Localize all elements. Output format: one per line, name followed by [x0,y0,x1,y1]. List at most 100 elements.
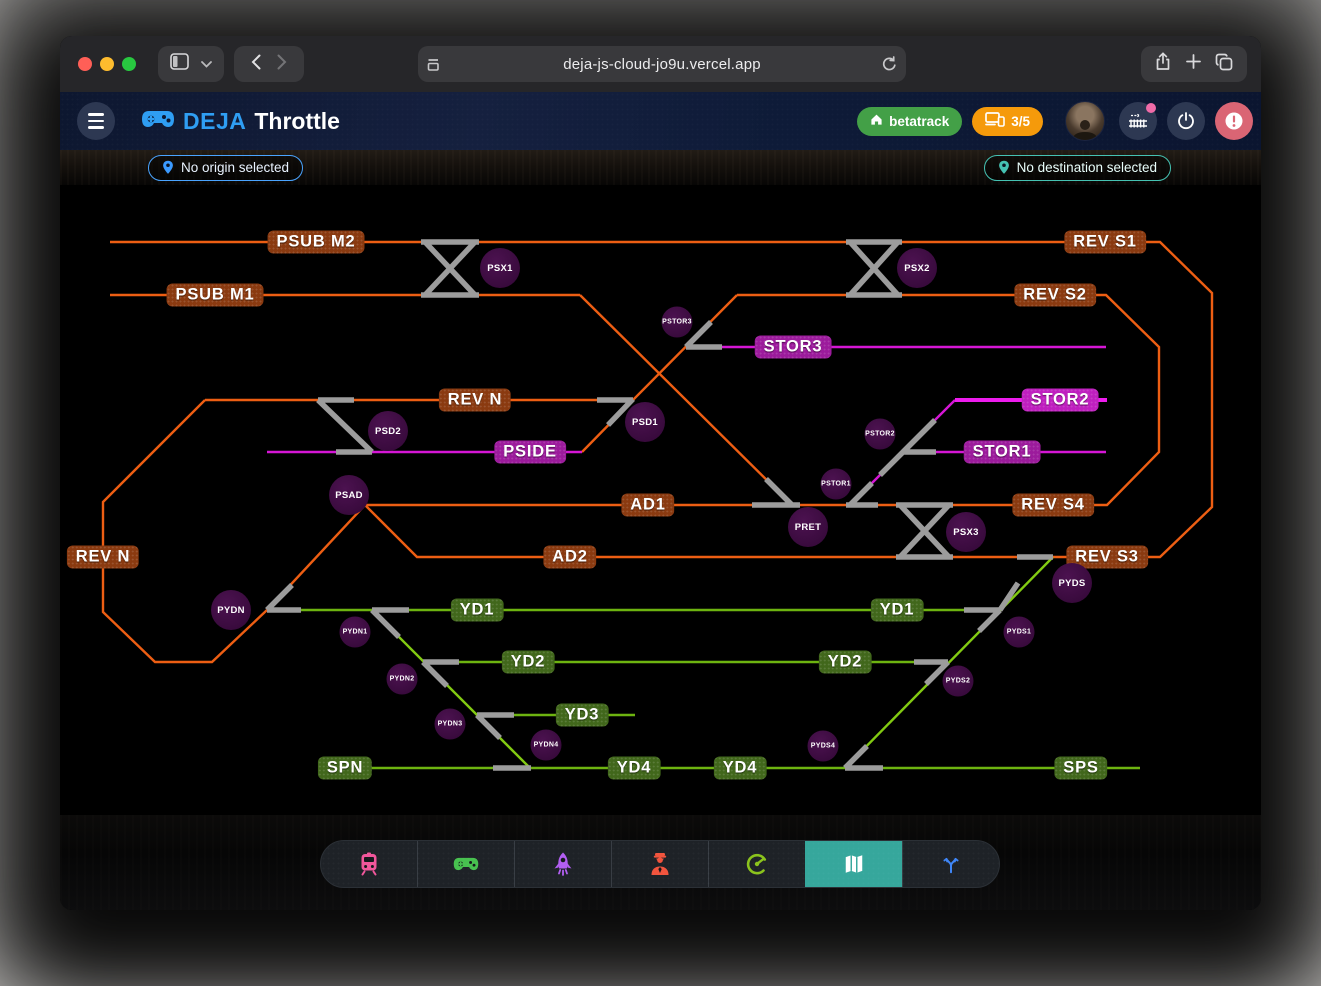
rocket-icon [554,852,572,876]
track-label[interactable]: REV S2 [1014,283,1096,307]
gamepad-logo-icon [141,107,175,136]
switch-node[interactable]: PYDS [1052,563,1092,603]
close-window-button[interactable] [78,57,92,71]
track-label[interactable]: REV S3 [1066,545,1148,569]
track-segment [878,418,937,477]
track-label[interactable]: STOR1 [963,440,1041,464]
switch-node[interactable]: PYDN3 [434,708,466,740]
sidebar-icon [170,53,189,75]
track-segment [316,397,374,455]
origin-selector[interactable]: No origin selected [148,154,304,181]
track-segment [421,239,479,298]
chevron-down-icon[interactable] [201,55,212,73]
app-logo[interactable]: DEJA Throttle [141,107,340,136]
switch-node[interactable]: PYDS4 [807,730,839,762]
reload-icon[interactable] [872,56,906,72]
back-button[interactable] [251,54,261,75]
tab-conductor[interactable] [611,841,708,887]
switch-node[interactable]: PSTOR3 [661,306,693,338]
switch-node[interactable]: PSTOR2 [864,418,896,450]
browser-titlebar: deja-js-cloud-jo9u.vercel.app [60,36,1261,92]
switch-node[interactable]: PYDN4 [530,729,562,761]
url-text[interactable]: deja-js-cloud-jo9u.vercel.app [563,55,761,73]
switch-node[interactable]: PSD1 [625,402,665,442]
home-icon [870,113,883,129]
switch-node[interactable]: PYDS1 [1003,616,1035,648]
gamepad-icon [453,857,479,871]
tab-overview-icon[interactable] [1215,53,1233,76]
track-label[interactable]: AD1 [621,493,675,517]
track-label[interactable]: SPN [317,756,373,780]
forward-button[interactable] [277,54,287,75]
track-label[interactable]: PSUB M1 [166,283,264,307]
menu-button[interactable] [77,102,115,140]
track-label[interactable]: YD3 [555,703,609,727]
switch-node[interactable]: PSAD [329,475,369,515]
tab-routes[interactable] [902,841,999,887]
bottom-strip [60,815,1261,910]
new-tab-icon[interactable] [1185,54,1201,74]
switch-node[interactable]: PRET [788,507,828,547]
switch-node[interactable]: PYDN2 [386,663,418,695]
switch-node[interactable]: PYDN [211,590,251,630]
switch-node[interactable]: PSX1 [480,248,520,288]
tab-rocket[interactable] [514,841,611,887]
track-label[interactable]: REV N [438,388,512,412]
switch-node[interactable]: PSTOR1 [820,468,852,500]
track-badge[interactable]: betatrack [857,106,963,136]
track-label[interactable]: YD1 [870,598,924,622]
track-segment [846,239,902,298]
track-label[interactable]: STOR2 [1021,388,1099,412]
switch-node[interactable]: PSX2 [897,248,937,288]
track-segment [265,583,301,613]
app-name: Throttle [254,107,340,134]
switch-node[interactable]: PYDS2 [942,665,974,697]
page-format-icon[interactable] [418,57,452,72]
brand-name: DEJA [183,107,247,134]
app-header: DEJA Throttle betatrack 3/5 [60,92,1261,150]
track-manager-button[interactable] [1119,102,1157,140]
track-label[interactable]: REV N [66,545,140,569]
alert-button[interactable] [1215,102,1253,140]
track-label[interactable]: YD4 [607,756,661,780]
sidebar-toggle[interactable] [158,46,224,82]
switch-node[interactable]: PSD2 [368,411,408,451]
track-segment [846,481,878,508]
switch-node[interactable]: PYDN1 [339,616,371,648]
track-label[interactable]: PSUB M2 [267,230,365,254]
tab-train[interactable] [321,841,417,887]
track-segment [597,397,635,427]
track-segment [843,554,1053,771]
address-bar[interactable]: deja-js-cloud-jo9u.vercel.app [418,46,906,82]
tab-controller[interactable] [417,841,514,887]
track-label[interactable]: STOR3 [754,335,832,359]
track-segment [579,294,793,506]
mode-toolbar [320,840,1000,888]
track-label[interactable]: YD4 [713,756,767,780]
zoom-window-button[interactable] [122,57,136,71]
minimize-window-button[interactable] [100,57,114,71]
railway-icon [1129,112,1147,128]
browser-window: deja-js-cloud-jo9u.vercel.app DEJA Thr [60,36,1261,910]
track-label[interactable]: YD2 [501,650,555,674]
track-label[interactable]: REV S4 [1012,493,1094,517]
destination-label: No destination selected [1016,160,1157,175]
capacity-badge[interactable]: 3/5 [972,106,1043,136]
track-label[interactable]: PSIDE [494,440,566,464]
tab-map[interactable] [805,841,902,887]
tab-gauge[interactable] [708,841,805,887]
track-label[interactable]: AD2 [543,545,597,569]
selector-strip: No origin selected No destination select… [60,150,1261,185]
track-label[interactable]: SPS [1054,756,1108,780]
conductor-icon [651,853,669,875]
power-button[interactable] [1167,102,1205,140]
share-icon[interactable] [1155,52,1171,76]
track-label[interactable]: REV S1 [1064,230,1146,254]
destination-selector[interactable]: No destination selected [983,154,1171,181]
track-label[interactable]: YD2 [818,650,872,674]
user-avatar[interactable] [1065,101,1105,141]
switch-node[interactable]: PSX3 [946,512,986,552]
train-icon [361,852,377,876]
track-label[interactable]: YD1 [450,598,504,622]
